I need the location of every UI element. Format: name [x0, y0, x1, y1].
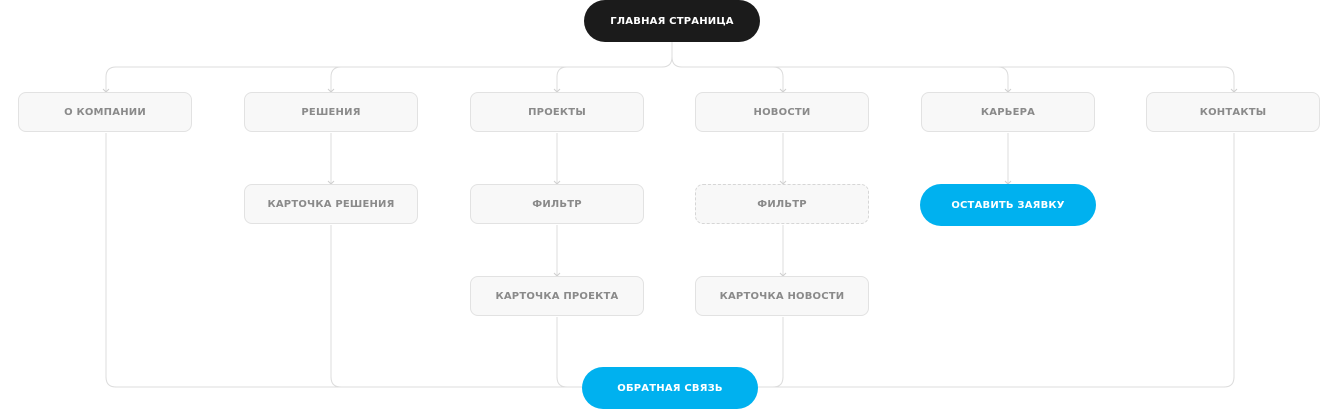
project-card-node[interactable]: КАРТОЧКА ПРОЕКТА — [470, 276, 644, 316]
news-card-node[interactable]: КАРТОЧКА НОВОСТИ — [695, 276, 869, 316]
news-filter-node[interactable]: ФИЛЬТР — [695, 184, 869, 224]
section-contacts[interactable]: КОНТАКТЫ — [1146, 92, 1320, 132]
projects-filter-node[interactable]: ФИЛЬТР — [470, 184, 644, 224]
apply-button[interactable]: ОСТАВИТЬ ЗАЯВКУ — [920, 184, 1096, 226]
section-career[interactable]: КАРЬЕРА — [921, 92, 1095, 132]
solution-card-node[interactable]: КАРТОЧКА РЕШЕНИЯ — [244, 184, 418, 224]
section-projects[interactable]: ПРОЕКТЫ — [470, 92, 644, 132]
section-solutions[interactable]: РЕШЕНИЯ — [244, 92, 418, 132]
section-news[interactable]: НОВОСТИ — [695, 92, 869, 132]
feedback-button[interactable]: ОБРАТНАЯ СВЯЗЬ — [582, 367, 758, 409]
section-about[interactable]: О КОМПАНИИ — [18, 92, 192, 132]
home-page-node[interactable]: ГЛАВНАЯ СТРАНИЦА — [584, 0, 760, 42]
